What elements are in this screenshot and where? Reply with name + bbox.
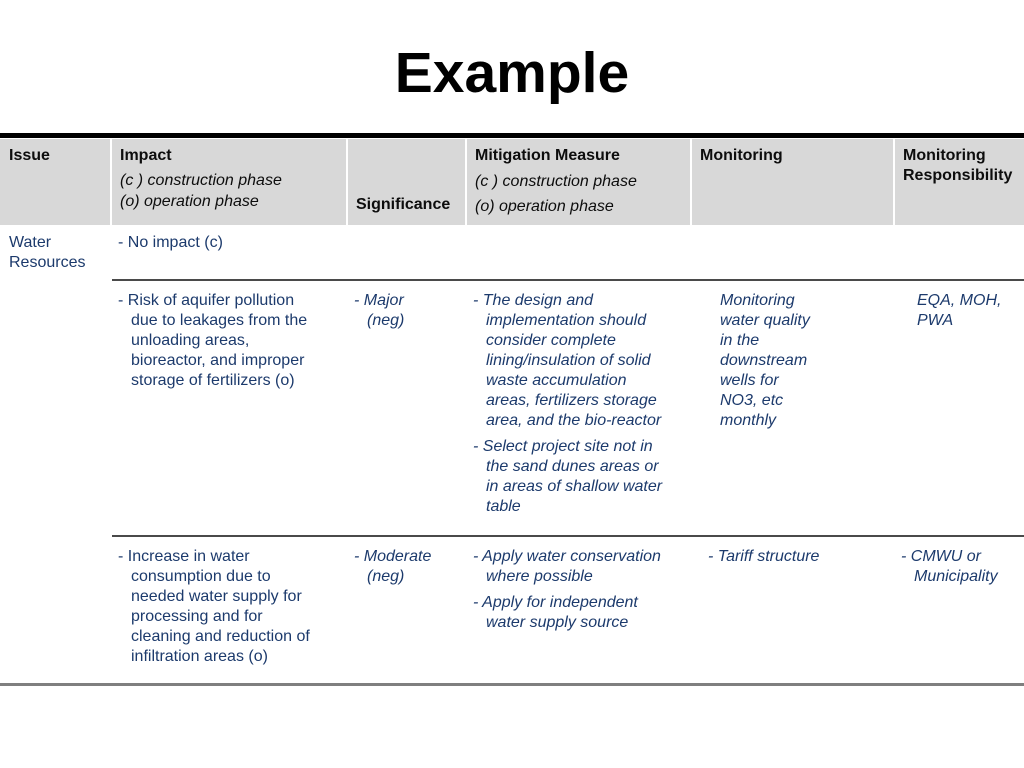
cell-monitoring xyxy=(692,225,895,279)
cell-significance: - Major (neg) xyxy=(348,281,467,535)
impact-item: - Risk of aquifer pollution due to leaka… xyxy=(118,292,308,389)
table-row-aquifer-pollution: - Risk of aquifer pollution due to leaka… xyxy=(0,281,1024,535)
header-subtext-impact: (c ) construction phase (o) operation ph… xyxy=(120,172,282,210)
header-subtext-mitigation: (c ) construction phase (o) operation ph… xyxy=(475,173,637,215)
cell-mitigation: - Apply water conservation where possibl… xyxy=(467,537,692,683)
cell-monitoring: - Tariff structure xyxy=(692,537,895,683)
impact-item: - No impact (c) xyxy=(118,234,223,251)
issue-text: Water Resources xyxy=(9,234,86,271)
significance-item: - Major (neg) xyxy=(354,292,405,329)
cell-mitigation: - The design and implementation should c… xyxy=(467,281,692,535)
cell-impact: - Risk of aquifer pollution due to leaka… xyxy=(112,281,348,535)
table-top-rule xyxy=(0,133,1024,138)
header-label-significance: Significance xyxy=(356,196,451,213)
header-cell-responsibility: Monitoring Responsibility xyxy=(895,139,1024,225)
cell-responsibility xyxy=(895,225,1024,279)
header-label-impact: Impact xyxy=(120,147,172,164)
header-cell-impact: Impact (c ) construction phase (o) opera… xyxy=(112,139,348,225)
mitigation-item: - Apply for independent water supply sou… xyxy=(473,594,638,631)
cell-responsibility: - CMWU or Municipality xyxy=(895,537,1024,683)
cell-monitoring: Monitoring water quality in the downstre… xyxy=(692,281,895,535)
row-divider xyxy=(112,279,1024,281)
header-cell-issue: Issue xyxy=(0,139,112,225)
header-label-issue: Issue xyxy=(9,147,50,164)
slide-title: Example xyxy=(394,41,630,105)
header-label-monitoring: Monitoring xyxy=(700,147,783,164)
impact-item: - Increase in water consumption due to n… xyxy=(118,548,310,665)
cell-responsibility: EQA, MOH, PWA xyxy=(895,281,1024,535)
header-label-responsibility: Monitoring Responsibility xyxy=(903,147,1013,184)
cell-impact: - Increase in water consumption due to n… xyxy=(112,537,348,683)
mitigation-item: - Apply water conservation where possibl… xyxy=(473,548,661,585)
cell-issue: Water Resources xyxy=(0,225,112,279)
header-cell-significance: Significance xyxy=(348,139,467,225)
monitoring-item: Monitoring water quality in the downstre… xyxy=(720,292,810,429)
cell-issue xyxy=(0,281,112,535)
table-row-water-consumption: - Increase in water consumption due to n… xyxy=(0,537,1024,683)
significance-item: - Moderate (neg) xyxy=(354,548,432,585)
table-header-row: Issue Impact (c ) construction phase (o)… xyxy=(0,138,1024,225)
table-row-no-impact: Water Resources - No impact (c) xyxy=(0,225,1024,279)
cell-impact: - No impact (c) xyxy=(112,225,348,279)
cell-significance xyxy=(348,225,467,279)
mitigation-item: - The design and implementation should c… xyxy=(473,292,662,429)
cell-issue xyxy=(0,537,112,683)
header-cell-mitigation: Mitigation Measure (c ) construction pha… xyxy=(467,139,692,225)
responsibility-item: EQA, MOH, PWA xyxy=(917,292,1002,329)
table-bottom-rule xyxy=(0,683,1024,686)
header-cell-monitoring: Monitoring xyxy=(692,139,895,225)
header-label-mitigation: Mitigation Measure xyxy=(475,147,620,164)
cell-significance: - Moderate (neg) xyxy=(348,537,467,683)
responsibility-item: - CMWU or Municipality xyxy=(901,548,998,585)
row-divider xyxy=(112,535,1024,537)
mitigation-item: - Select project site not in the sand du… xyxy=(473,438,663,515)
cell-mitigation xyxy=(467,225,692,279)
impact-assessment-table: Issue Impact (c ) construction phase (o)… xyxy=(0,133,1024,686)
monitoring-item: - Tariff structure xyxy=(708,548,820,565)
